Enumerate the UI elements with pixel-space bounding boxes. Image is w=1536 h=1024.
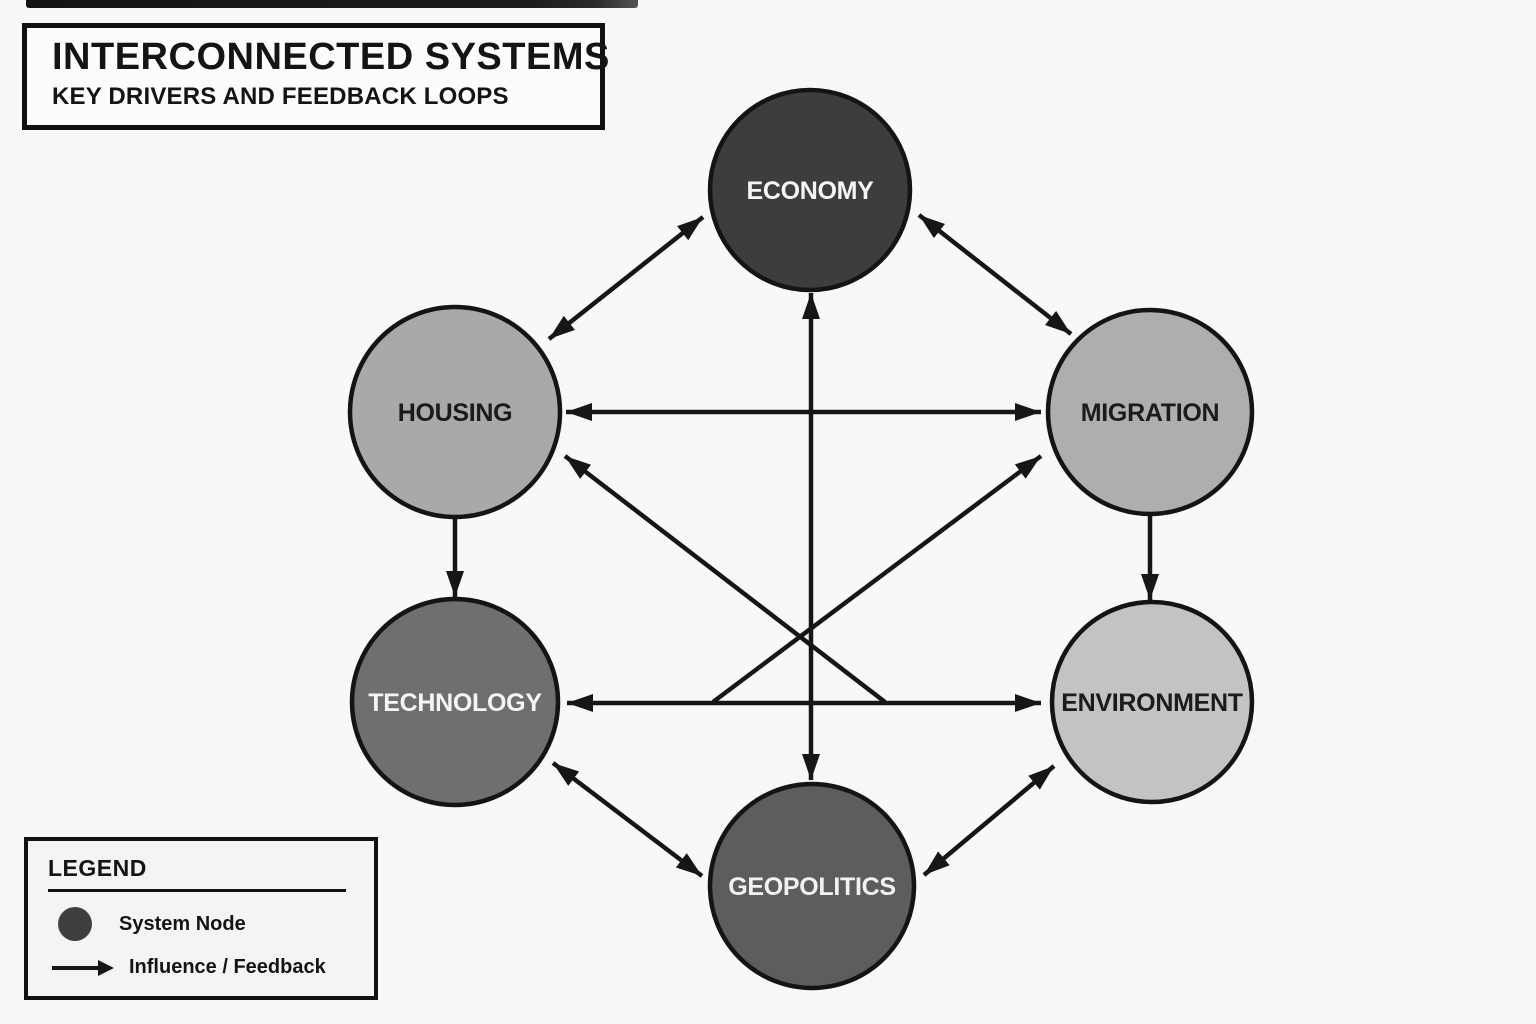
edge-environment-housing (563, 454, 887, 704)
migration-label: MIGRATION (1081, 399, 1220, 427)
edges (446, 213, 1159, 878)
page-subtitle: KEY DRIVERS AND FEEDBACK LOOPS (52, 82, 509, 110)
geopolitics-circle (707, 781, 917, 991)
legend-item-label: System Node (119, 912, 246, 935)
edge-technology-geopolitics (551, 761, 704, 878)
technology-label: TECHNOLOGY (368, 689, 542, 717)
legend-item-label: Influence / Feedback (129, 956, 326, 978)
system-node-icon (58, 907, 92, 941)
economy-label: ECONOMY (746, 177, 874, 205)
node-environment: ENVIRONMENT (1049, 599, 1255, 805)
environment-circle (1049, 599, 1255, 805)
title-box: INTERCONNECTED SYSTEMS KEY DRIVERS AND F… (22, 23, 610, 130)
legend-item-influence: Influence / Feedback (48, 956, 364, 979)
legend-item-system-node: System Node (48, 907, 364, 941)
node-migration: MIGRATION (1045, 307, 1255, 517)
edge-economy-migration (917, 213, 1073, 336)
housing-label: HOUSING (398, 399, 513, 427)
technology-circle (349, 596, 561, 808)
page-title: INTERCONNECTED SYSTEMS (52, 36, 610, 78)
environment-label: ENVIRONMENT (1061, 689, 1242, 717)
economy-circle (707, 87, 913, 293)
top-edge-artifact (26, 0, 638, 8)
legend: LEGEND System Node Influence / Feedback (24, 837, 378, 1000)
legend-rule (48, 889, 346, 892)
node-economy: ECONOMY (707, 87, 913, 293)
edge-geopolitics-environment (922, 764, 1056, 877)
influence-arrow-icon (50, 957, 114, 979)
housing-circle (347, 304, 563, 520)
node-geopolitics: GEOPOLITICS (707, 781, 917, 991)
edge-housing-economy (547, 215, 705, 341)
node-housing: HOUSING (347, 304, 563, 520)
geopolitics-label: GEOPOLITICS (728, 873, 896, 901)
migration-circle (1045, 307, 1255, 517)
edge-technology-migration (711, 454, 1043, 704)
node-technology: TECHNOLOGY (349, 596, 561, 808)
nodes: ECONOMY HOUSING MIGRATION TECHNOLOGY ENV… (347, 87, 1255, 991)
legend-heading: LEGEND (48, 855, 147, 881)
